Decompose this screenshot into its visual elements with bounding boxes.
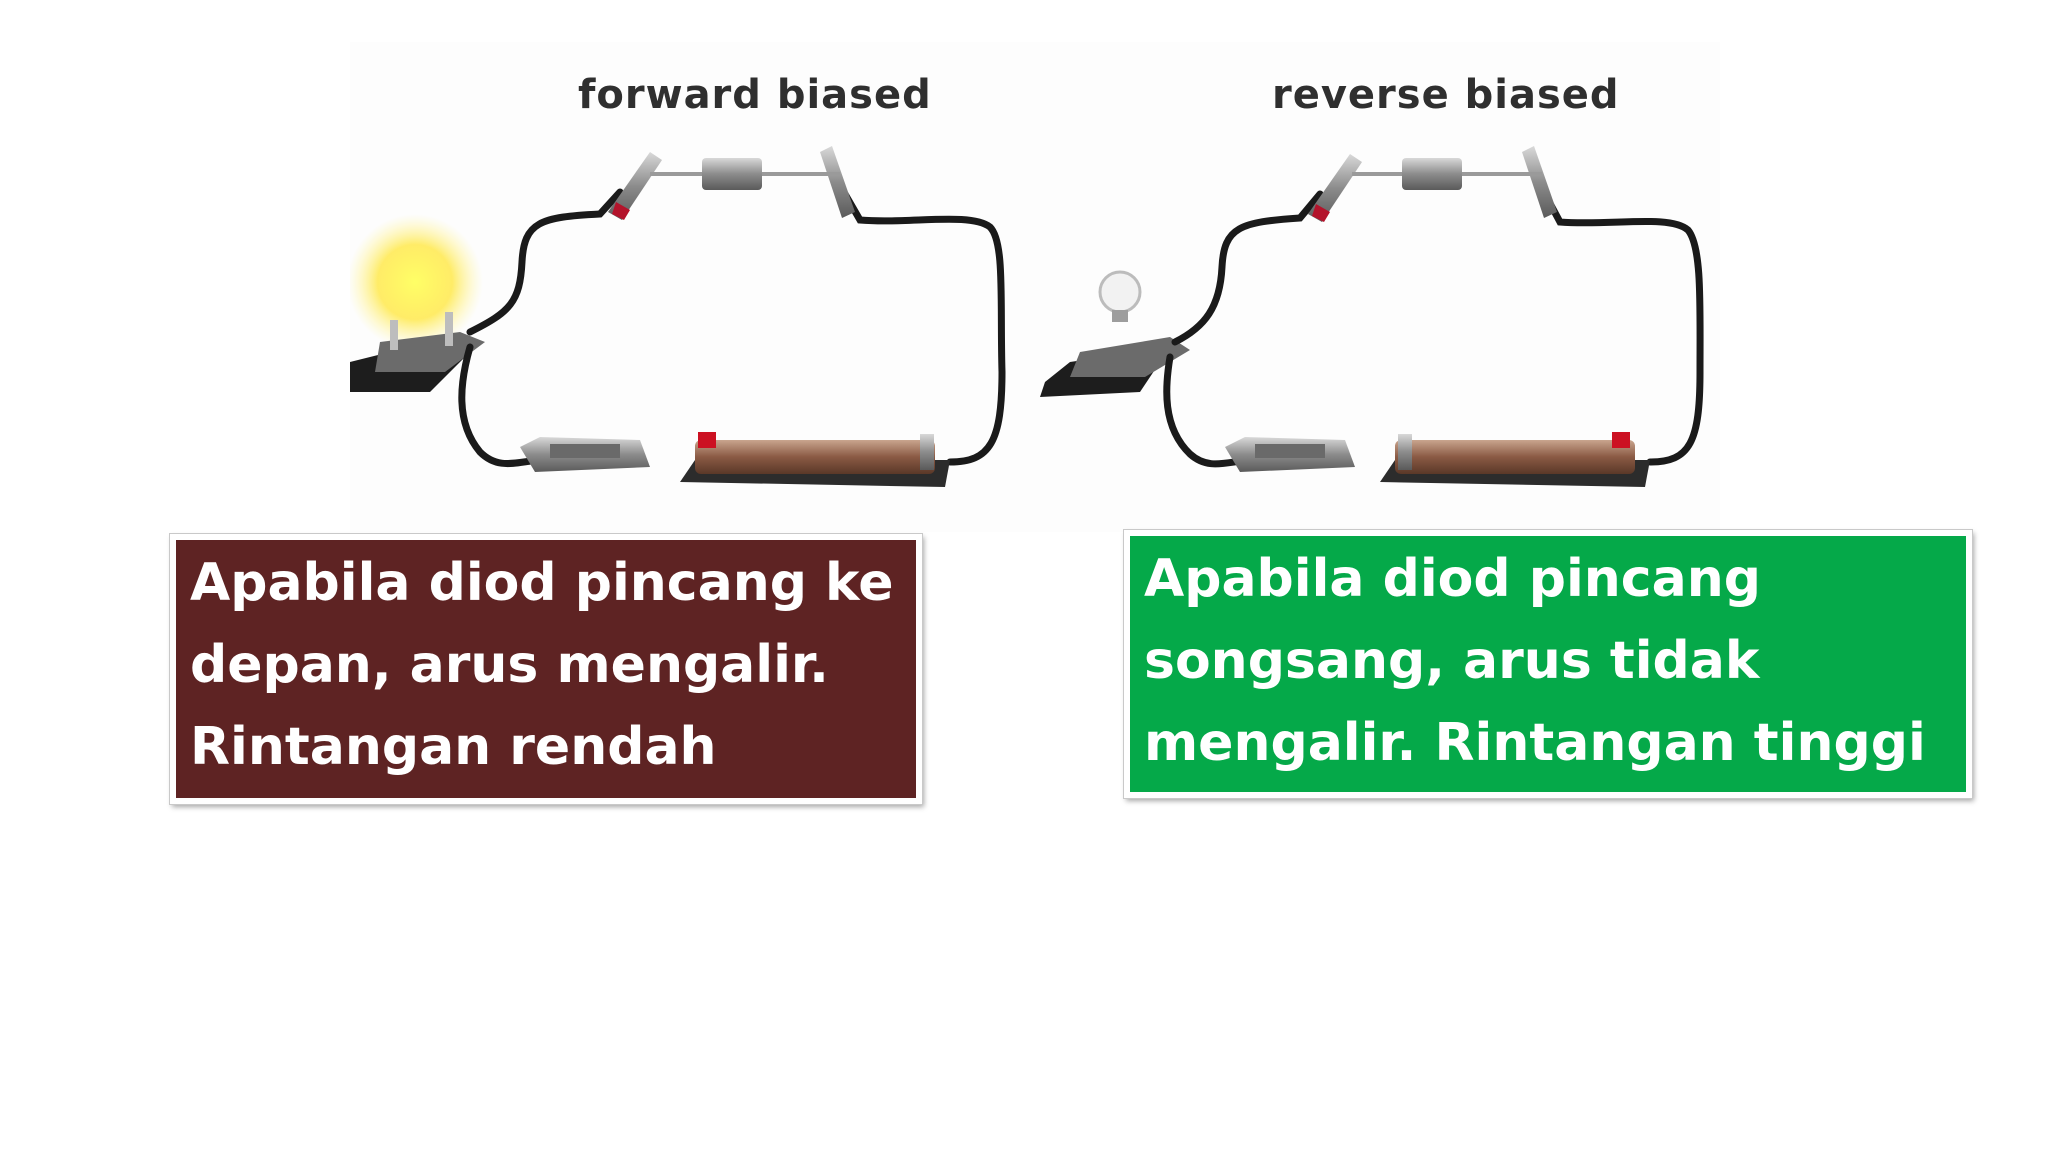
reverse-bias-caption-text: Apabila diod pincang songsang, arus tida… bbox=[1144, 549, 1926, 773]
unlit-bulb bbox=[1098, 270, 1142, 322]
forward-bias-caption-text: Apabila diod pincang ke depan, arus meng… bbox=[190, 553, 894, 777]
forward-clip-left bbox=[608, 152, 662, 220]
reverse-switch bbox=[1225, 437, 1355, 472]
forward-battery bbox=[680, 432, 950, 487]
reverse-diode bbox=[1352, 158, 1542, 190]
reverse-biased-circuit bbox=[1040, 146, 1704, 487]
diode-bias-diagram: forward biased reverse biased bbox=[350, 42, 1720, 532]
reverse-biased-title: reverse biased bbox=[1272, 72, 1620, 118]
forward-biased-title: forward biased bbox=[578, 72, 932, 118]
reverse-clip-left bbox=[1308, 154, 1362, 222]
lit-bulb-glow bbox=[350, 214, 483, 350]
forward-bias-caption: Apabila diod pincang ke depan, arus meng… bbox=[170, 534, 922, 804]
forward-switch bbox=[520, 437, 650, 472]
forward-wire bbox=[466, 188, 624, 336]
reverse-clip-right bbox=[1522, 146, 1557, 218]
forward-diode bbox=[650, 158, 840, 190]
reverse-bias-caption: Apabila diod pincang songsang, arus tida… bbox=[1124, 530, 1972, 798]
forward-biased-circuit bbox=[350, 146, 1006, 487]
reverse-battery bbox=[1380, 432, 1650, 487]
forward-clip-right bbox=[820, 146, 855, 218]
